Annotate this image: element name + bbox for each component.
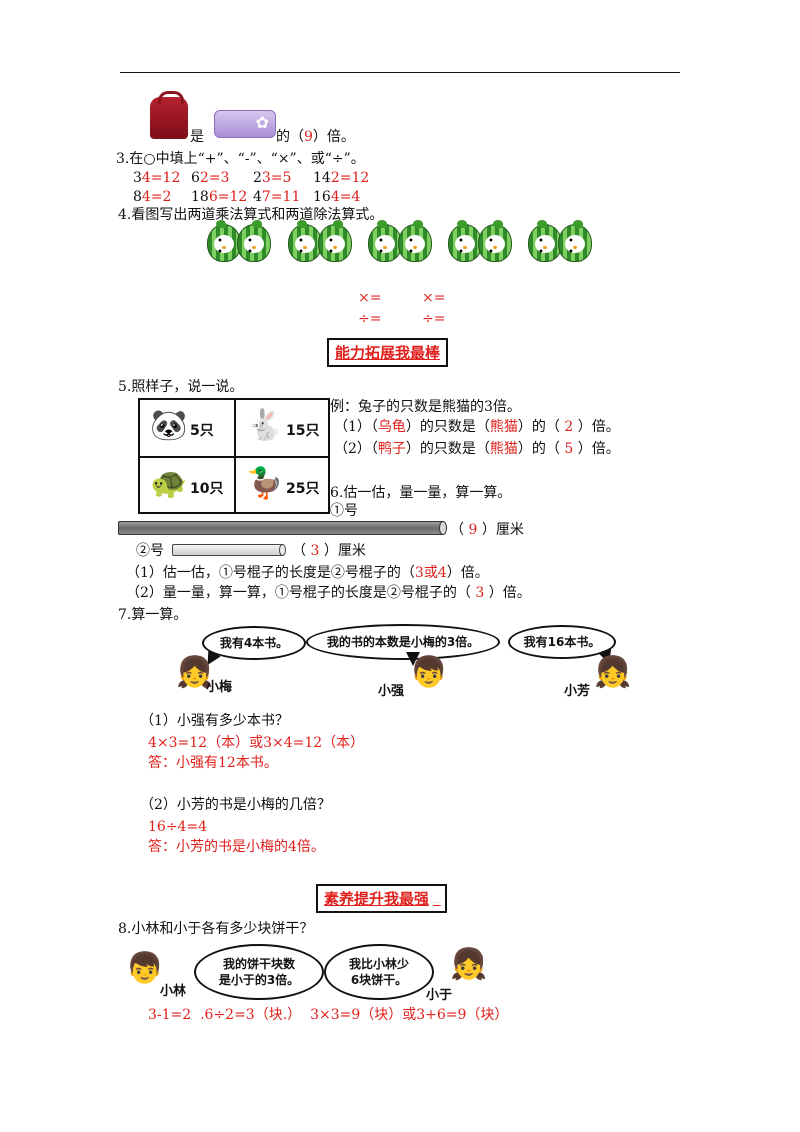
q4-division-1: ÷= bbox=[358, 311, 382, 327]
q7-sub-question-1: （1）小强有多少本书？ bbox=[140, 713, 289, 729]
q2-word-is: 是 bbox=[190, 129, 204, 145]
name-xiaofang: 小芳 bbox=[564, 684, 591, 699]
girl-xiaofang-icon: 👧 bbox=[594, 655, 632, 690]
q5-line-2: （2）（鸭子）的只数是（熊猫）的（ 5 ）倍。 bbox=[334, 441, 620, 457]
girl-xiaomei-icon: 👧 bbox=[176, 655, 214, 690]
speech-bubble-xiaofang: 我有16本书。 bbox=[508, 625, 616, 659]
speech-bubble-xiaolin: 我的饼干块数是小于的3倍。 bbox=[194, 944, 324, 1000]
q8-answer: 3-1=2 .6÷2=3（块.） 3×3=9（块）或3+6=9（块） bbox=[148, 1007, 509, 1023]
stick-1-label: ①号 bbox=[330, 503, 358, 519]
q5-example: 例：兔子的只数是熊猫的3倍。 bbox=[330, 399, 521, 415]
q6-title: 6.估一估，量一量，算一算。 bbox=[330, 485, 512, 501]
cell-panda: 🐼 5只 bbox=[150, 408, 214, 443]
name-xiaoyu: 小于 bbox=[426, 988, 453, 1003]
watermelon-doll-pair-4 bbox=[446, 220, 514, 268]
stick-1-measure: （ 9 ）厘米 bbox=[450, 522, 524, 538]
q7-title: 7.算一算。 bbox=[118, 607, 188, 623]
q6-estimate: （1）估一估，①号棍子的长度是②号棍子的（3或4）倍。 bbox=[126, 565, 489, 581]
section-banner-ability: 能力拓展我最棒 bbox=[327, 338, 449, 367]
q4-title: 4.看图写出两道乘法算式和两道除法算式。 bbox=[118, 207, 384, 223]
q2-sentence: 的（9）倍。 bbox=[276, 129, 355, 145]
watermelon-doll-pair-1 bbox=[205, 220, 273, 268]
speech-bubble-xiaomei: 我有4本书。 bbox=[202, 626, 306, 660]
name-xiaoqiang: 小强 bbox=[378, 684, 405, 699]
stick-2-image bbox=[172, 544, 286, 556]
cell-rabbit: 🐇 15只 bbox=[246, 408, 320, 443]
cell-turtle: 🐢 10只 bbox=[150, 466, 224, 501]
q2-answer: 9 bbox=[304, 129, 313, 145]
q6-calculate: （2）量一量，算一算，①号棍子的长度是②号棍子的（ 3 ）倍。 bbox=[126, 585, 531, 601]
girl-xiaoyu-icon: 👧 bbox=[450, 947, 488, 982]
schoolbag-image bbox=[150, 91, 188, 139]
panda-icon: 🐼 bbox=[150, 408, 188, 443]
q3-title: 3.在○中填上“+”、“-”、“×”、或“÷”。 bbox=[116, 151, 365, 167]
name-xiaolin: 小林 bbox=[160, 984, 187, 999]
q4-division-2: ÷= bbox=[422, 311, 446, 327]
boy-xiaolin-icon: 👦 bbox=[126, 951, 164, 986]
bubble-tail-2 bbox=[406, 652, 420, 666]
turtle-icon: 🐢 bbox=[150, 466, 188, 501]
stick-1-image bbox=[118, 521, 447, 535]
q4-multiplication-1: ×= bbox=[358, 290, 382, 306]
header-rule bbox=[120, 72, 680, 73]
stick-2-label: ②号 bbox=[136, 543, 164, 559]
rabbit-icon: 🐇 bbox=[246, 408, 284, 443]
q7-sub-question-2: （2）小芳的书是小梅的几倍？ bbox=[140, 797, 331, 813]
stick-2-measure: （ 3 ）厘米 bbox=[292, 543, 366, 559]
watermelon-doll-pair-3 bbox=[366, 220, 434, 268]
q7-answer-2-formula: 16÷4=4 bbox=[148, 819, 208, 835]
duck-icon: 🦆 bbox=[246, 466, 284, 501]
cell-duck: 🦆 25只 bbox=[246, 466, 320, 501]
watermelon-doll-pair-2 bbox=[286, 220, 354, 268]
name-xiaomei: 小梅 bbox=[206, 680, 233, 695]
q7-answer-1-formula: 4×3=12（本）或3×4=12（本） bbox=[148, 735, 365, 751]
q7-answer-1-statement: 答：小强有12本书。 bbox=[148, 755, 278, 771]
boy-xiaoqiang-icon: 👦 bbox=[410, 655, 448, 690]
q7-answer-2-statement: 答：小芳的书是小梅的4倍。 bbox=[148, 839, 325, 855]
speech-bubble-xiaoqiang: 我的书的本数是小梅的3倍。 bbox=[306, 624, 500, 660]
q5-line-1: （1）（乌龟）的只数是（熊猫）的（ 2 ）倍。 bbox=[334, 419, 620, 435]
watermelon-doll-pair-5 bbox=[526, 220, 594, 268]
section-banner-literacy: 素养提升我最强······ bbox=[316, 884, 447, 913]
pencil-case-image bbox=[214, 110, 276, 138]
animal-count-table: 🐼 5只 🐇 15只 🐢 10只 🦆 25只 bbox=[138, 398, 330, 514]
q8-title: 8.小林和小于各有多少块饼干？ bbox=[118, 921, 314, 937]
q4-multiplication-2: ×= bbox=[422, 290, 446, 306]
q5-title: 5.照样子，说一说。 bbox=[118, 379, 244, 395]
